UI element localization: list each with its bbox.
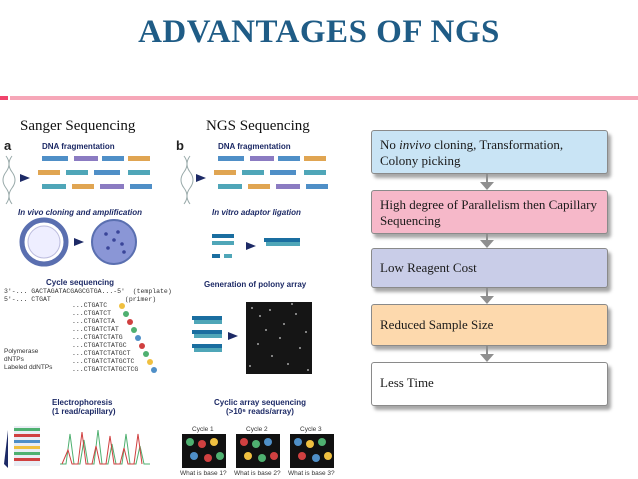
electrophoresis-sub: (1 read/capillary)	[52, 407, 116, 416]
cycle-2-label: Cycle 2	[246, 426, 268, 433]
product-item: ...CTGATCT	[72, 310, 112, 317]
primer-line: 5'-... CTGAT (primer)	[4, 296, 157, 303]
b-polony-label: Generation of polony array	[204, 280, 307, 289]
b-ligation-label: In vitro adaptor ligation	[212, 208, 301, 217]
product-item: ...CTGATCTAT	[72, 326, 119, 333]
fragmentation-illustration	[2, 155, 334, 468]
arrow-head-icon	[480, 240, 494, 248]
question-3: What is base 3?	[288, 470, 335, 477]
product-item: ...CTGATCTATGC	[72, 342, 127, 349]
slide-title: ADVANTAGES OF NGS	[138, 14, 500, 50]
product-item: ...CTGATCTATGCTCG	[72, 366, 139, 373]
cyclic-label: Cyclic array sequencing	[214, 398, 307, 407]
b-fragmentation-label: DNA fragmentation	[218, 142, 291, 151]
advantage-box-4: Reduced Sample Size	[371, 304, 608, 346]
polony-array-image	[246, 302, 312, 374]
advantage-text-1b: invivo	[399, 137, 431, 152]
advantage-box-2: High degree of Parallelism then Capillar…	[371, 190, 608, 234]
template-line: 3'-... GACTAGATACGAGCGTGA...-5' (templat…	[4, 288, 172, 295]
advantage-box-1: No invivo cloning, Transformation, Colon…	[371, 130, 608, 174]
question-1: What is base 1?	[180, 470, 227, 477]
arrow-head-icon	[480, 296, 494, 304]
arrow-head-icon	[480, 354, 494, 362]
reagent-list: Polymerase dNTPs Labeled ddNTPs	[4, 348, 52, 372]
ngs-heading: NGS Sequencing	[206, 118, 310, 134]
advantage-text-3: Low Reagent Cost	[380, 260, 477, 275]
product-item: ...CTGATCTATGCTC	[72, 358, 135, 365]
sanger-heading: Sanger Sequencing	[20, 118, 136, 134]
panel-a-letter: a	[4, 138, 12, 153]
a-fragmentation-label: DNA fragmentation	[42, 142, 115, 151]
question-2: What is base 2?	[234, 470, 281, 477]
title-rule	[0, 96, 638, 100]
colony-icon	[91, 219, 137, 265]
advantage-text-1c: cloning, Transformation, Colony picking	[380, 137, 564, 168]
arrow-2	[486, 234, 488, 242]
reagent-item: Labeled ddNTPs	[4, 364, 53, 371]
panel-b-letter: b	[176, 138, 184, 153]
sequencing-figure: a b DNA fragmentation DNA fragmentation	[0, 134, 345, 479]
electrophoresis-label: Electrophoresis	[52, 398, 113, 407]
reagent-item: dNTPs	[4, 356, 24, 363]
advantage-box-5: Less Time	[371, 362, 608, 406]
arrow-1	[486, 174, 488, 184]
advantage-text-1a: No	[380, 137, 400, 152]
arrow-3	[486, 288, 488, 298]
product-item: ...CTGATCTA	[72, 318, 115, 325]
dna-strand-icon	[2, 155, 194, 205]
reagent-item: Polymerase	[4, 348, 39, 355]
plasmid-icon	[19, 217, 69, 267]
product-item: ...CTGATCTATG	[72, 334, 123, 341]
advantage-box-3: Low Reagent Cost	[371, 248, 608, 288]
product-item: ...CTGATC	[72, 302, 108, 309]
arrow-4	[486, 346, 488, 356]
advantage-text-4: Reduced Sample Size	[380, 317, 494, 332]
cyclic-sub: (>10⁶ reads/array)	[226, 407, 294, 416]
a-cloning-label: In vivo cloning and amplification	[18, 208, 143, 217]
a-cycle-label: Cycle sequencing	[46, 278, 115, 287]
cycle-1-label: Cycle 1	[192, 426, 214, 433]
cycle-3-label: Cycle 3	[300, 426, 322, 433]
advantage-text-5: Less Time	[380, 375, 434, 390]
product-list: ...CTGATC ...CTGATCT ...CTGATCTA ...CTGA…	[72, 302, 138, 374]
advantage-text-2: High degree of Parallelism then Capillar…	[380, 197, 597, 228]
arrow-head-icon	[480, 182, 494, 190]
product-item: ...CTGATCTATGCT	[72, 350, 131, 357]
